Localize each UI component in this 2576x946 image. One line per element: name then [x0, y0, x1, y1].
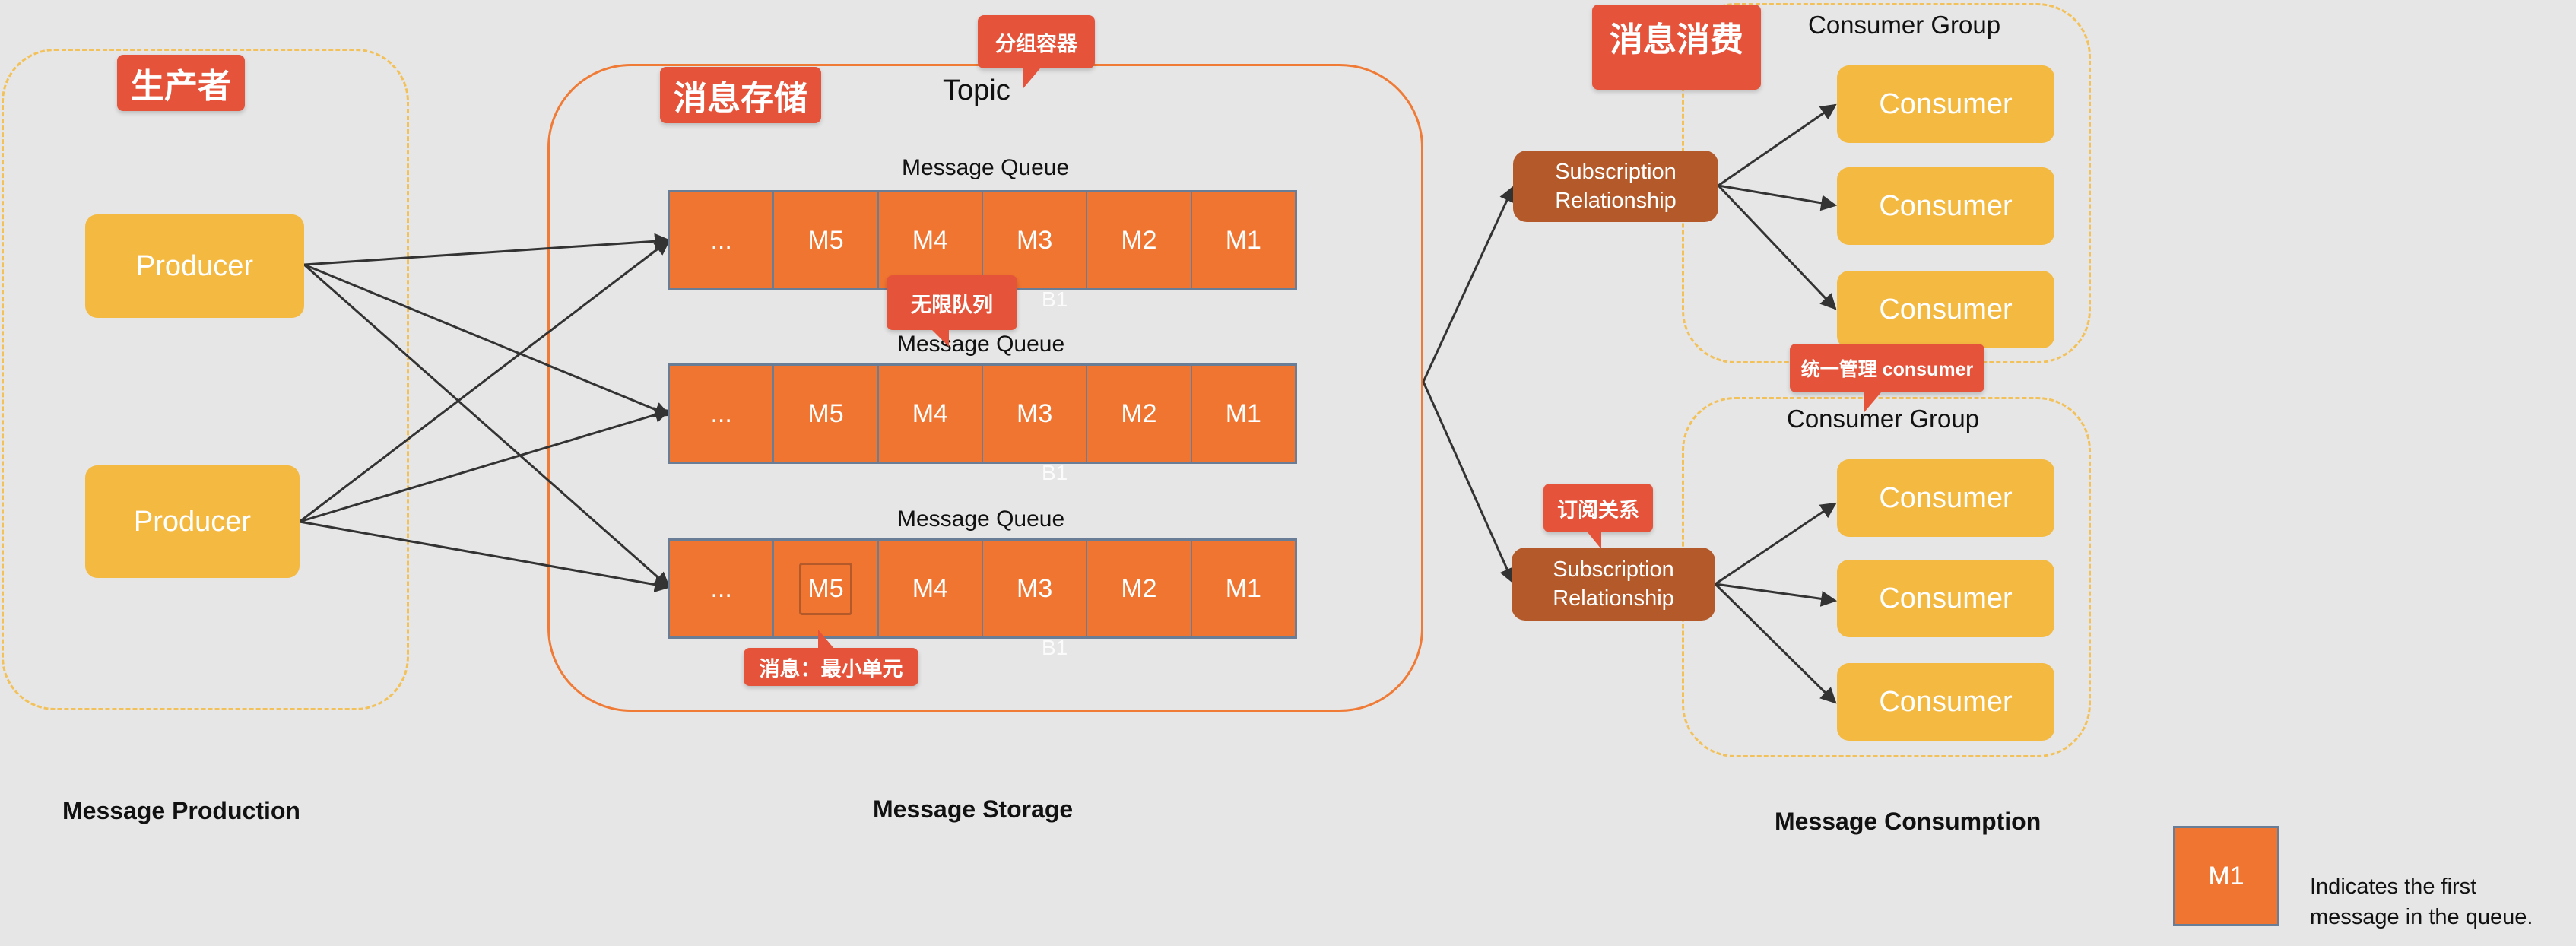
consumer-box: Consumer: [1837, 560, 2054, 637]
queue-cell: M4: [879, 192, 983, 288]
consumer-box: Consumer: [1837, 167, 2054, 245]
producer-box-1: Producer: [85, 214, 304, 318]
queue-cell: ...: [670, 192, 775, 288]
unbounded-queue-tag: 无限队列: [887, 275, 1017, 330]
production-region: [2, 49, 409, 710]
queue-label-2: Message Queue: [897, 332, 1065, 357]
consumer-group-title-2: Consumer Group: [1787, 405, 1980, 433]
subscription-line2: Relationship: [1555, 189, 1677, 213]
subscription-box-1: Subscription Relationship: [1513, 151, 1718, 222]
queue-cell: M2: [1087, 192, 1192, 288]
subscription-line1: Subscription: [1553, 557, 1674, 582]
queue-cell: ...: [670, 541, 775, 636]
manage-consumer-tail: [1864, 392, 1881, 412]
queue-label-3: Message Queue: [897, 506, 1065, 532]
queue-cell: M4: [879, 366, 983, 462]
subscription-relation-tail: [1588, 532, 1601, 549]
queue-cell-highlighted: M5: [774, 541, 879, 636]
queue-cell: M5: [774, 366, 879, 462]
queue-cell: ...: [670, 366, 775, 462]
section-title-storage: Message Storage: [873, 795, 1074, 823]
queue-cell: M4: [879, 541, 983, 636]
queue-cell: M3: [983, 366, 1088, 462]
message-queue-1: ... M5 M4 M3 M2 M1: [668, 190, 1297, 290]
legend-cell: M1: [2173, 826, 2279, 926]
queue-cell: M3: [983, 192, 1088, 288]
producer-box-2: Producer: [85, 465, 300, 578]
producer-tag: 生产者: [117, 55, 245, 111]
subscription-line1: Subscription: [1555, 160, 1677, 184]
message-queue-2: ... M5 M4 M3 M2 M1: [668, 363, 1297, 464]
queue-cell: M5: [774, 192, 879, 288]
topic-title: Topic: [943, 75, 1010, 106]
manage-consumer-tag: 统一管理 consumer: [1790, 344, 1984, 392]
consumer-box: Consumer: [1837, 663, 2054, 741]
consumer-group-title-1: Consumer Group: [1808, 11, 2001, 39]
message-queue-3: ... M5 M4 M3 M2 M1: [668, 538, 1297, 639]
smallest-unit-tag: 消息：最小单元: [744, 648, 918, 686]
queue-ghost-label-3: B1: [1042, 636, 1068, 659]
queue-cell: M1: [1225, 573, 1261, 603]
group-container-tail: [1023, 68, 1040, 88]
queue-cell: M1: [1225, 225, 1261, 255]
queue-ghost-label-1: B1: [1042, 287, 1068, 311]
group-container-tag: 分组容器: [978, 15, 1095, 68]
queue-cell: M1: [1225, 398, 1261, 428]
queue-label-1: Message Queue: [902, 155, 1070, 180]
consumer-box: Consumer: [1837, 271, 2054, 348]
queue-cell: M2: [1087, 541, 1192, 636]
storage-tag: 消息存储: [660, 67, 821, 123]
queue-ghost-label-2: B1: [1042, 461, 1068, 484]
legend-line1: Indicates the first: [2310, 875, 2477, 899]
legend-text: Indicates the first message in the queue…: [2310, 871, 2533, 932]
consumption-tag: 消息消费: [1592, 5, 1761, 90]
legend-line2: message in the queue.: [2310, 905, 2533, 929]
queue-cell: M2: [1087, 366, 1192, 462]
queue-cell-text: M5: [799, 562, 852, 615]
subscription-box-2: Subscription Relationship: [1512, 548, 1715, 621]
smallest-unit-tail: [818, 630, 835, 649]
consumer-box: Consumer: [1837, 459, 2054, 537]
section-title-production: Message Production: [62, 797, 300, 824]
unbounded-queue-tail: [932, 330, 949, 347]
queue-cell: M3: [983, 541, 1088, 636]
subscription-relation-tag: 订阅关系: [1543, 484, 1653, 532]
consumer-box: Consumer: [1837, 65, 2054, 143]
section-title-consumption: Message Consumption: [1775, 808, 2041, 835]
subscription-line2: Relationship: [1553, 586, 1674, 611]
